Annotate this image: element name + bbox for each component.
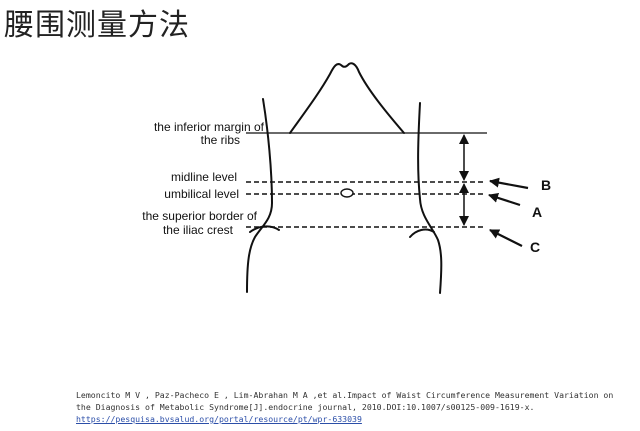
- marker-c: C: [530, 239, 540, 255]
- marker-a: A: [532, 204, 542, 220]
- arrow-a: [488, 193, 521, 207]
- label-midline: midline level: [171, 170, 237, 184]
- citation-link[interactable]: https://pesquisa.bvsalud.org/portal/reso…: [76, 414, 362, 424]
- label-umbilical: umbilical level: [164, 187, 239, 201]
- neck-outline: [289, 62, 405, 134]
- label-ribs-line2: the ribs: [201, 133, 240, 147]
- iliac-crest-right: [409, 228, 435, 238]
- arrow-c: [489, 229, 523, 247]
- citation-line-2: the Diagnosis of Metabolic Syndrome[J].e…: [76, 402, 535, 412]
- citation-line-1: Lemoncito M V , Paz-Pacheco E , Lim-Abra…: [76, 390, 614, 400]
- label-iliac-line1: the superior border of: [142, 209, 257, 223]
- label-ribs-line1: the inferior margin of: [154, 120, 265, 134]
- navel-mark: [340, 188, 354, 198]
- torso-right-outline: [417, 102, 443, 294]
- label-iliac-line2: the iliac crest: [163, 223, 234, 237]
- marker-b: B: [541, 177, 551, 193]
- citation: Lemoncito M V , Paz-Pacheco E , Lim-Abra…: [76, 389, 636, 425]
- torso-left-outline: [246, 98, 273, 293]
- page-title: 腰围测量方法: [4, 8, 190, 43]
- arrow-b: [489, 177, 529, 190]
